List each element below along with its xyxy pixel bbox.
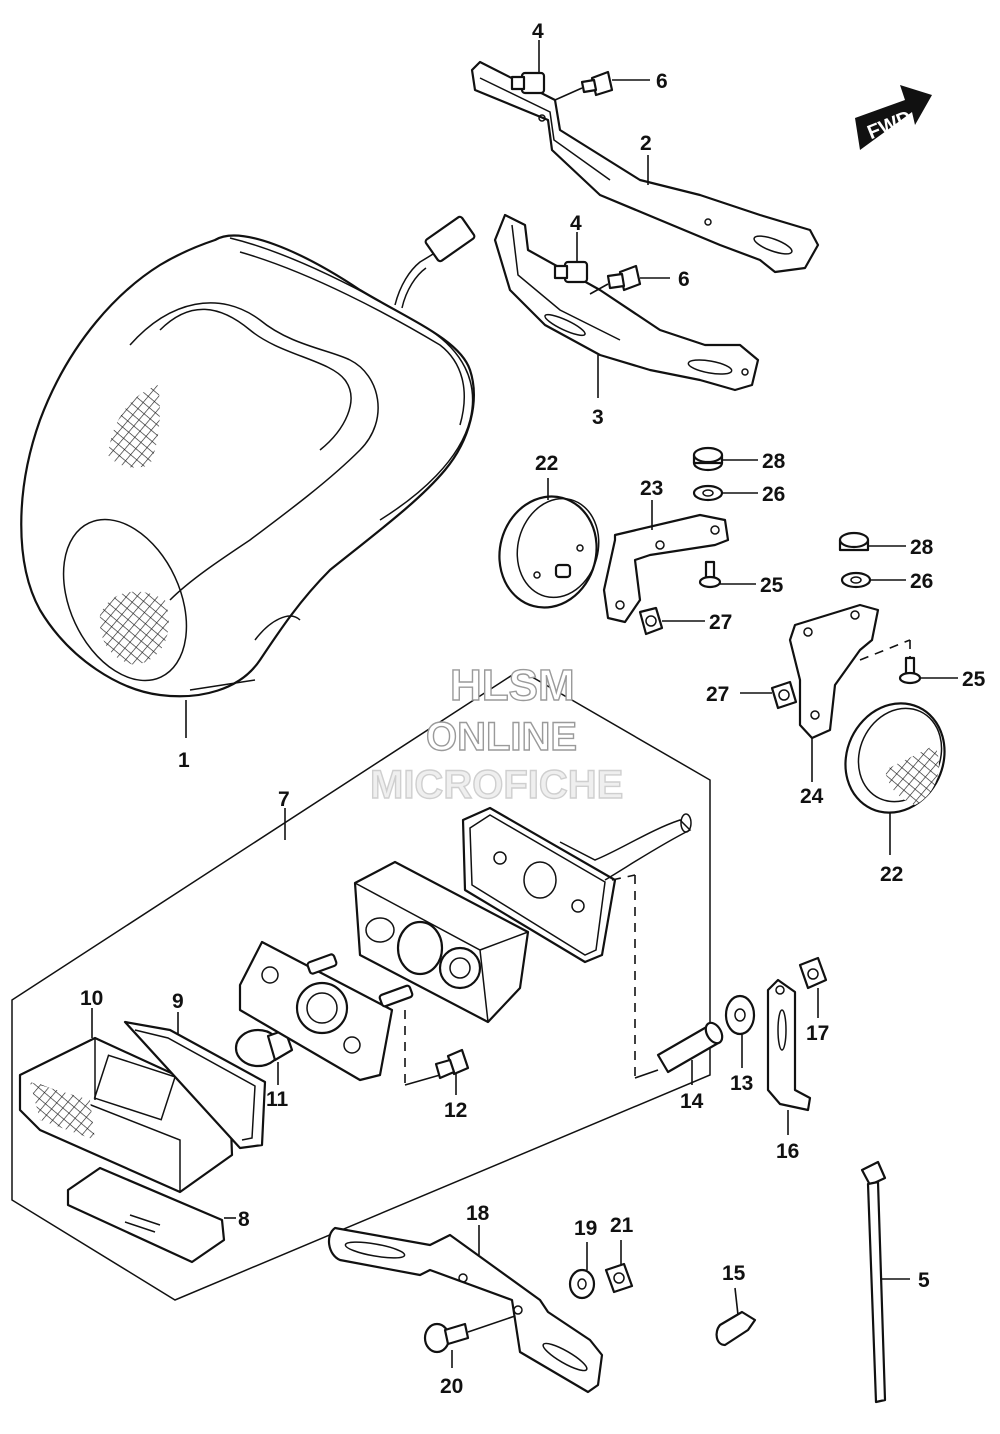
screw-25-right	[898, 656, 958, 685]
reflector-22-left	[498, 478, 600, 609]
callout-4-upper: 4	[532, 20, 544, 43]
callout-20: 20	[440, 1375, 463, 1398]
callout-6-upper: 6	[656, 70, 668, 93]
callout-19: 19	[574, 1217, 597, 1240]
callout-27-right: 27	[706, 683, 729, 706]
plate-8	[66, 1166, 236, 1264]
callout-labels: 1 2 3 4 4 5 6 6 7 8 9 10 11 12 13 14 15 …	[80, 20, 986, 1398]
callout-22-right: 22	[880, 863, 903, 886]
bracket-2	[470, 60, 820, 274]
reflector-22-right	[844, 702, 946, 855]
bracket-24	[788, 603, 911, 782]
callout-4-lower: 4	[570, 212, 582, 235]
nut-28-left	[692, 446, 758, 472]
bolt-4-upper	[510, 40, 546, 95]
nut-17	[798, 956, 828, 1018]
bracket-18	[327, 1225, 604, 1394]
screw-25-left	[698, 560, 756, 589]
bracket-16	[766, 978, 812, 1135]
callout-3: 3	[592, 406, 604, 429]
washer-19	[568, 1242, 596, 1300]
nut-27-right	[740, 680, 798, 710]
callout-8: 8	[238, 1208, 250, 1231]
callout-5: 5	[918, 1269, 930, 1292]
callout-13: 13	[730, 1072, 753, 1095]
nut-21	[604, 1240, 634, 1294]
callout-24: 24	[800, 785, 824, 808]
callout-25-left: 25	[760, 574, 784, 597]
bulb-11	[234, 1028, 294, 1085]
callout-28-left: 28	[762, 450, 786, 473]
screw-6-lower	[589, 264, 670, 295]
fwd-arrow-icon: FWD	[855, 85, 932, 150]
screw-20	[423, 1315, 516, 1368]
collar-14	[656, 1021, 724, 1085]
watermark-line-1: HLSM	[450, 661, 575, 710]
nut-28-right	[838, 531, 906, 552]
callout-28-right: 28	[910, 536, 934, 559]
callout-12: 12	[444, 1099, 467, 1122]
callout-26-left: 26	[762, 483, 785, 506]
callout-11: 11	[266, 1088, 289, 1111]
callout-17: 17	[806, 1022, 829, 1045]
washer-26-right	[840, 571, 906, 589]
bolt-4-lower	[553, 232, 589, 284]
callout-6-lower: 6	[678, 268, 690, 291]
nut-27-left	[638, 606, 705, 636]
callout-7: 7	[278, 788, 290, 811]
callout-14: 14	[680, 1090, 704, 1113]
watermark: HLSM ONLINE MICROFICHE	[369, 660, 624, 807]
callout-27-left: 27	[709, 611, 732, 634]
tail-housing	[353, 860, 530, 1024]
callout-9: 9	[172, 990, 184, 1013]
callout-25-right: 25	[962, 668, 986, 691]
callout-26-right: 26	[910, 570, 933, 593]
callout-18: 18	[466, 1202, 490, 1225]
callout-22-left: 22	[535, 452, 558, 475]
callout-21: 21	[610, 1214, 634, 1237]
bracket-23	[602, 500, 730, 624]
rivet-15	[715, 1287, 757, 1347]
cable-tie-5	[860, 1160, 910, 1404]
socket-plate	[238, 940, 441, 1086]
callout-23: 23	[640, 477, 663, 500]
callout-16: 16	[776, 1140, 799, 1163]
washer-13	[724, 994, 756, 1068]
watermark-line-2: ONLINE	[426, 715, 577, 759]
headlight-assembly	[20, 215, 476, 698]
watermark-line-3: MICROFICHE	[370, 763, 623, 807]
assembly-7-outline	[11, 669, 711, 1301]
callout-2: 2	[640, 132, 652, 155]
callout-10: 10	[80, 987, 103, 1010]
callout-1: 1	[178, 749, 190, 772]
callout-15: 15	[722, 1262, 746, 1285]
gasket-9	[123, 1012, 267, 1150]
screw-12	[434, 1048, 470, 1095]
plate-gasket	[461, 806, 692, 964]
washer-26-left	[692, 484, 758, 502]
screw-6-upper	[554, 70, 650, 101]
